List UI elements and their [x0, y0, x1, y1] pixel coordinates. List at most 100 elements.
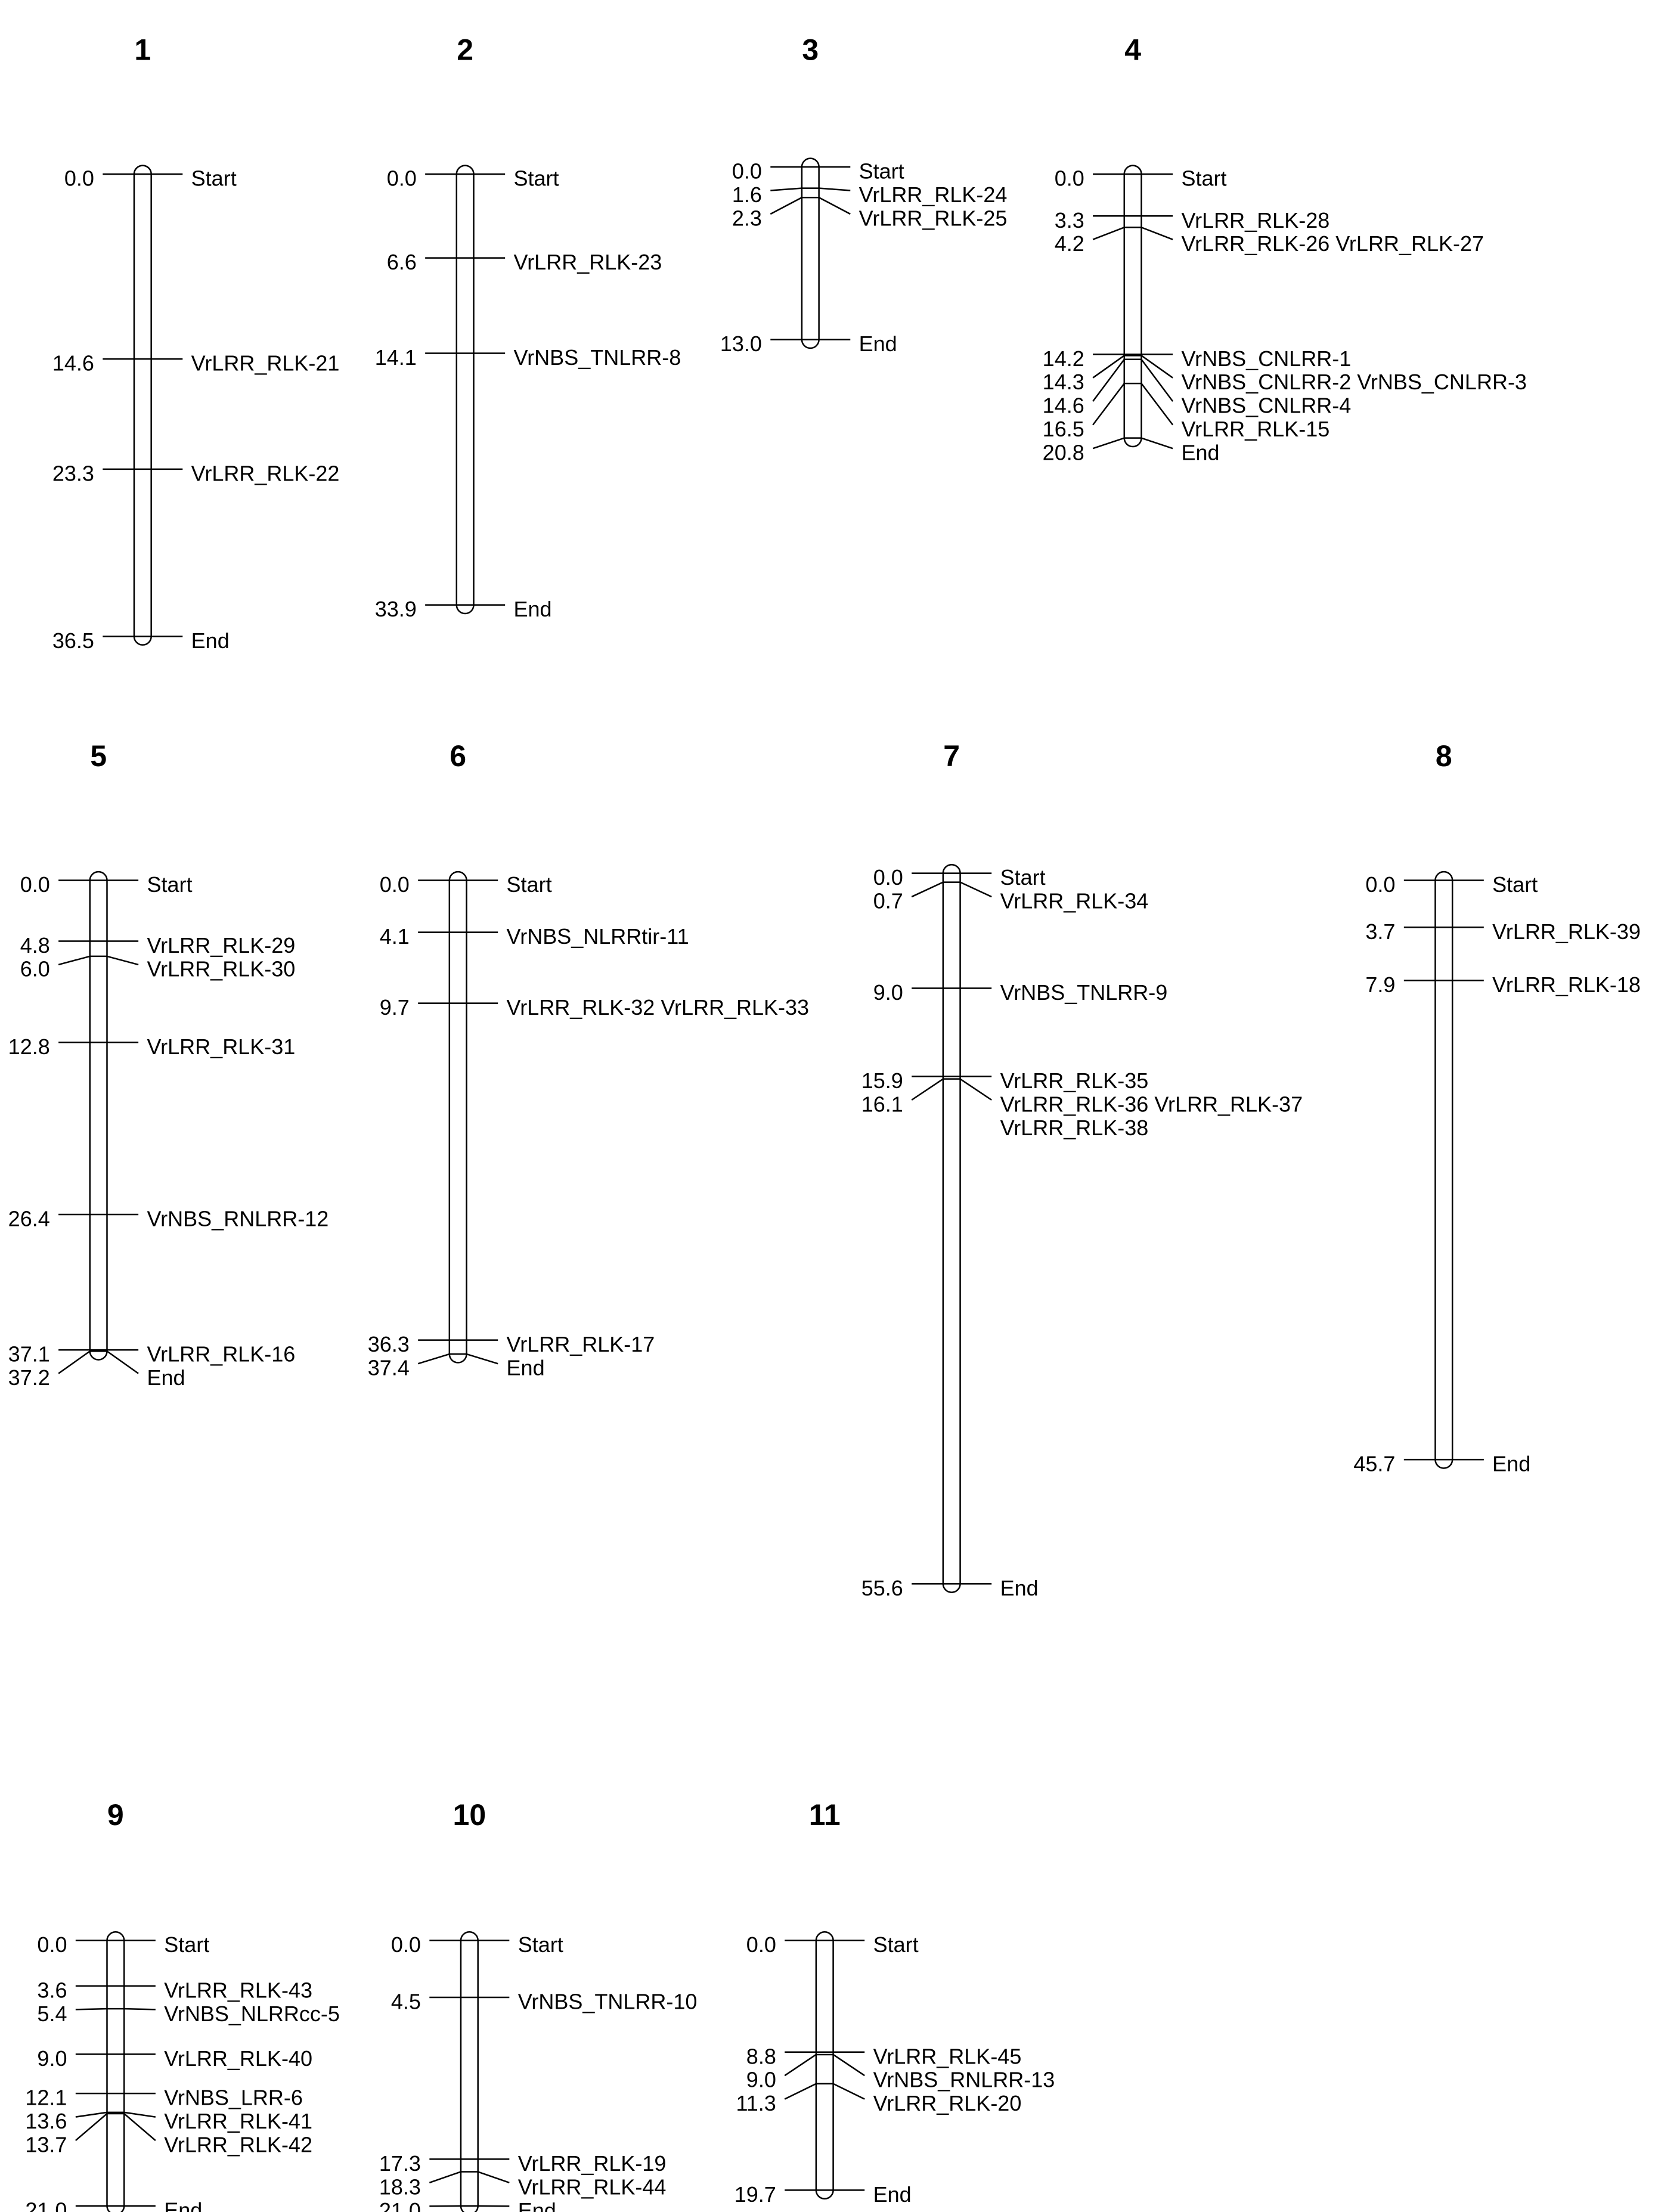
marker-position: 9.7 — [380, 995, 410, 1020]
chromosome-bar — [1123, 165, 1142, 448]
position-connector — [770, 187, 802, 191]
marker-label: VrLRR_RLK-20 — [873, 2091, 1022, 2115]
marker-label: VrLRR_RLK-42 — [164, 2133, 312, 2157]
chromosome-title: 1 — [134, 33, 151, 67]
marker-label: VrNBS_TNLRR-9 — [1000, 980, 1168, 1005]
marker-position: 14.2 — [1043, 346, 1084, 371]
label-connector — [960, 881, 992, 898]
marker-position: 9.0 — [37, 2046, 67, 2071]
marker-position: 0.0 — [20, 872, 50, 897]
chromosome-title: 3 — [802, 33, 819, 67]
marker-position: 12.1 — [25, 2086, 67, 2110]
marker-position: 9.0 — [746, 2068, 776, 2092]
marker-position: 4.1 — [380, 924, 410, 949]
marker-label: VrLRR_RLK-18 — [1492, 972, 1641, 997]
marker-position: 15.9 — [861, 1068, 903, 1093]
label-connector — [833, 2083, 865, 2100]
marker-label: VrLRR_RLK-32 VrLRR_RLK-33 — [507, 995, 810, 1020]
marker-position: 2.3 — [732, 206, 762, 231]
chromosome-title: 11 — [809, 1798, 841, 1832]
position-connector — [784, 2053, 817, 2077]
marker-label: VrLRR_RLK-17 — [507, 1332, 655, 1356]
marker-label: Start — [518, 1932, 563, 1957]
marker-position: 0.0 — [37, 1932, 67, 1957]
marker-position: 33.9 — [375, 597, 417, 621]
label-connector — [819, 197, 851, 215]
marker-position: 6.0 — [20, 956, 50, 981]
marker-position: 3.3 — [1055, 208, 1084, 233]
label-connector — [478, 2171, 510, 2183]
marker-position: 0.0 — [64, 166, 94, 191]
marker-label: VrNBS_CNLRR-1 — [1181, 346, 1351, 371]
position-connector — [58, 955, 91, 966]
marker-position: 0.0 — [387, 166, 417, 191]
marker-label: End — [518, 2198, 556, 2212]
marker-label: VrNBS_CNLRR-2 VrNBS_CNLRR-3 — [1181, 370, 1526, 394]
chromosome-title: 8 — [1436, 739, 1452, 773]
chromosome-bar — [801, 157, 820, 349]
marker-label: Start — [147, 872, 192, 897]
marker-label: VrNBS_NLRRtir-11 — [507, 924, 689, 949]
marker: 9.0 VrNBS_RNLRR-13 — [746, 2053, 1055, 2092]
marker-label: VrLRR_RLK-39 — [1492, 919, 1641, 944]
marker-label: VrNBS_RNLRR-12 — [147, 1207, 328, 1231]
marker-label: Start — [873, 1932, 919, 1957]
marker-position: 13.0 — [720, 332, 762, 356]
marker-label: VrNBS_RNLRR-13 — [873, 2068, 1055, 2092]
marker-label: VrLRR_RLK-45 — [873, 2044, 1022, 2068]
chromosome-bar — [460, 1931, 479, 2212]
marker-label: End — [514, 597, 552, 621]
label-connector — [107, 955, 139, 966]
marker-label: Start — [1181, 166, 1226, 191]
position-connector — [770, 197, 802, 215]
marker-position: 14.6 — [1043, 394, 1084, 418]
marker-position: 0.0 — [746, 1932, 776, 1957]
position-connector — [1092, 437, 1125, 450]
position-connector — [429, 2205, 461, 2207]
position-connector — [75, 2111, 107, 2118]
marker-label: VrLRR_RLK-44 — [518, 2174, 667, 2199]
marker-label: VrLRR_RLK-38 — [1000, 1116, 1149, 1140]
chromosome-title: 6 — [450, 739, 466, 773]
marker-position: 0.0 — [732, 159, 762, 184]
marker: 14.2 VrNBS_CNLRR-1 — [1043, 346, 1352, 371]
marker-position: 4.5 — [391, 1990, 421, 2014]
marker-label: Start — [191, 166, 237, 191]
label-connector — [1140, 355, 1173, 379]
position-connector — [75, 2113, 108, 2142]
marker-position: 23.3 — [52, 461, 94, 485]
